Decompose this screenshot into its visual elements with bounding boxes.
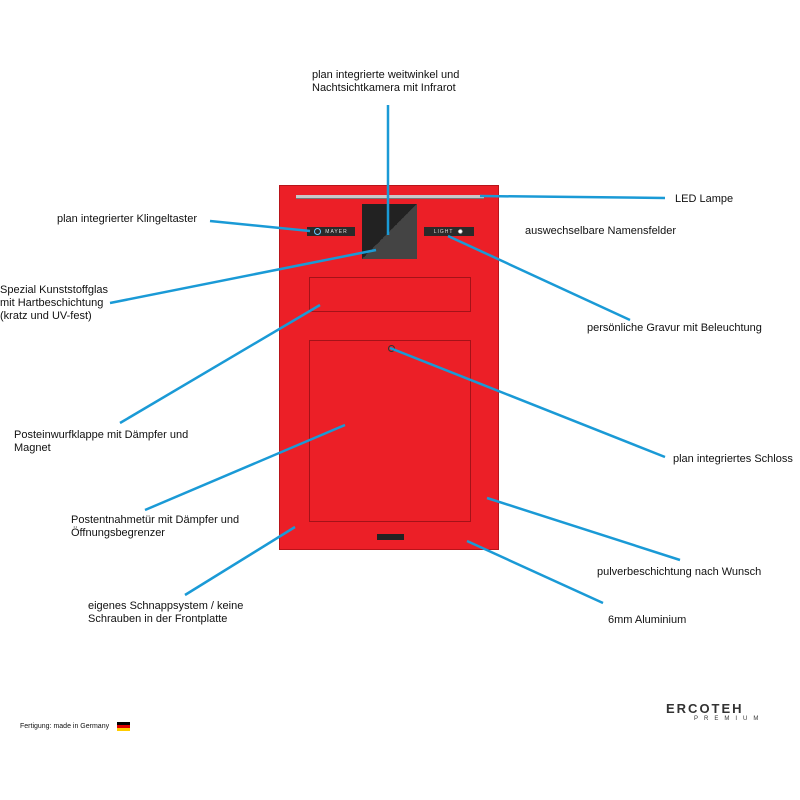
label-name-fields: auswechselbare Namensfelder: [525, 225, 677, 237]
brand-logo: ERCOTEH PREMIUM: [666, 701, 764, 722]
leader-flap: [119, 303, 321, 425]
made-in-germany: Fertigung: made in Germany: [20, 720, 131, 733]
leader-bell: [209, 219, 311, 233]
leader-door: [144, 423, 346, 512]
name-plate-text: MAYER: [325, 228, 348, 235]
leader-glass: [109, 248, 377, 305]
label-led: LED Lampe: [675, 193, 734, 205]
brand-name: ERCOTEH: [666, 701, 744, 716]
light-plate: LIGHT✹: [424, 227, 474, 236]
mailbox-front: MAYER LIGHT✹: [279, 185, 499, 550]
leader-engraving: [447, 234, 631, 322]
label-flap: Posteinwurfklappe mit Dämpfer und Magnet: [14, 429, 189, 454]
made-in-text: Fertigung: made in Germany: [20, 723, 110, 730]
snap-handle: [377, 534, 404, 540]
brand-sub: PREMIUM: [694, 716, 765, 722]
german-flag-icon: [117, 721, 131, 731]
label-coating: pulverbeschichtung nach Wunsch: [597, 566, 762, 578]
label-door: Postentnahmetür mit Dämpfer und Öffnungs…: [71, 514, 240, 539]
name-plate: MAYER: [307, 227, 355, 236]
label-lock: plan integriertes Schloss: [673, 453, 793, 465]
led-lamp: [296, 195, 484, 199]
mail-slot-flap: [309, 277, 471, 312]
label-bell: plan integrierter Klingeltaster: [57, 213, 198, 225]
label-glass: Spezial Kunststoffglas mit Hartbeschicht…: [0, 284, 109, 322]
bell-button-icon: [314, 228, 322, 235]
label-engraving: persönliche Gravur mit Beleuchtung: [587, 322, 762, 334]
leader-led: [479, 194, 666, 200]
leader-snap: [184, 525, 296, 597]
label-aluminium: 6mm Aluminium: [608, 614, 687, 626]
leader-aluminium: [466, 539, 604, 605]
label-camera: plan integrierte weitwinkel und Nachtsic…: [312, 69, 460, 94]
leader-lock: [389, 346, 666, 459]
label-snap: eigenes Schnappsystem / keine Schrauben …: [88, 600, 244, 625]
leader-coating: [486, 496, 681, 562]
sun-icon: ✹: [457, 228, 465, 236]
light-plate-text: LIGHT: [433, 228, 454, 235]
